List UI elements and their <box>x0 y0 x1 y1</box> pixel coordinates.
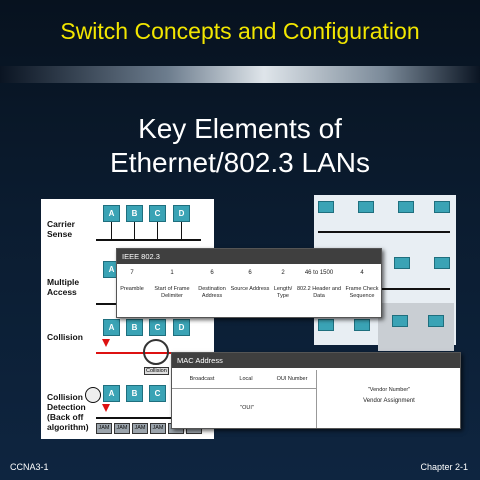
row-label-collision-detection: Collision Detection (Back off algorithm) <box>47 392 89 432</box>
field-name: Start of Frame Delimiter <box>154 286 190 299</box>
field-bytes: 4 <box>360 270 364 276</box>
field-bytes: 6 <box>210 270 214 276</box>
field-bytes: 7 <box>130 270 134 276</box>
station-icon: B <box>126 205 143 222</box>
field-bytes: 1 <box>170 270 174 276</box>
station-icon: A <box>103 205 120 222</box>
collision-burst-icon <box>143 339 169 365</box>
shared-bus <box>96 239 201 241</box>
row-label-multiple-access: Multiple Access <box>47 277 80 297</box>
field-name: Source Address <box>230 286 270 292</box>
computer-icon <box>434 201 450 213</box>
field-name: Destination Address <box>198 286 226 299</box>
oui-label: "OUI" <box>240 405 254 411</box>
heading-line-2: Ethernet/802.3 LANs <box>110 147 370 178</box>
ieee-802-3-frame-table: IEEE 802.3 7 Preamble 1 Start of Frame D… <box>116 248 382 318</box>
mac-table-title: MAC Address <box>172 353 460 368</box>
field-name: 802.2 Header and Data <box>296 286 342 299</box>
field-bytes: 46 to 1500 <box>304 270 334 276</box>
lan-segment <box>318 231 450 233</box>
station-icon: B <box>126 385 143 402</box>
footer-course-label: CCNA3-1 <box>10 462 49 472</box>
bus-drop <box>134 222 135 239</box>
mac-divider <box>316 370 317 428</box>
station-icon: C <box>149 319 166 336</box>
shared-bus <box>96 417 201 419</box>
heading-line-1: Key Elements of <box>138 113 342 144</box>
row-label-carrier-sense: Carrier Sense <box>47 219 75 239</box>
mac-address-table: MAC Address Broadcast Local OUI Number "… <box>171 352 461 429</box>
jam-signal: JAM <box>132 423 148 434</box>
field-name: Frame Check Sequence <box>345 286 379 299</box>
station-icon: D <box>173 205 190 222</box>
computer-icon <box>354 319 370 331</box>
col-broadcast: Broadcast <box>189 376 215 382</box>
mac-header-row <box>172 370 316 389</box>
computer-icon <box>398 201 414 213</box>
bus-drop <box>111 222 112 239</box>
ieee-table-title: IEEE 802.3 <box>117 249 381 264</box>
csma-cd-diagram: Carrier Sense Multiple Access Collision … <box>41 199 214 439</box>
computer-icon <box>358 201 374 213</box>
computer-icon <box>434 257 450 269</box>
station-icon: C <box>149 385 166 402</box>
field-bytes: 6 <box>248 270 252 276</box>
bus-drop <box>157 222 158 239</box>
bus-drop <box>181 222 182 239</box>
jam-signal: JAM <box>114 423 130 434</box>
computer-icon <box>318 319 334 331</box>
station-icon: D <box>173 319 190 336</box>
row-label-collision: Collision <box>47 332 83 342</box>
station-icon: C <box>149 205 166 222</box>
computer-icon <box>394 257 410 269</box>
vendor-number-label: "Vendor Number" <box>367 387 411 393</box>
vendor-assignment-label: Vendor Assignment <box>363 398 415 404</box>
lan-segment <box>374 288 450 290</box>
field-name: Preamble <box>120 286 144 292</box>
field-bytes: 2 <box>281 270 285 276</box>
collision-tag: Collision <box>144 367 169 375</box>
computer-icon <box>318 201 334 213</box>
switch-topology-shaded-segment <box>378 303 454 351</box>
jam-signal: JAM <box>96 423 112 434</box>
col-local: Local <box>239 376 253 382</box>
computer-icon <box>428 315 444 327</box>
col-oui-number: OUI Number <box>276 376 308 382</box>
field-name: Length/ Type <box>273 286 293 299</box>
station-icon: B <box>126 319 143 336</box>
computer-icon <box>392 315 408 327</box>
station-icon: A <box>103 319 120 336</box>
title-divider-bar <box>0 66 480 83</box>
station-icon: A <box>103 385 120 402</box>
footer-chapter-label: Chapter 2-1 <box>420 462 468 472</box>
arrow-down-icon <box>102 404 110 412</box>
jam-signal: JAM <box>150 423 166 434</box>
arrow-down-icon <box>102 339 110 347</box>
timer-icon <box>85 387 101 403</box>
slide-title: Switch Concepts and Configuration <box>60 18 420 44</box>
